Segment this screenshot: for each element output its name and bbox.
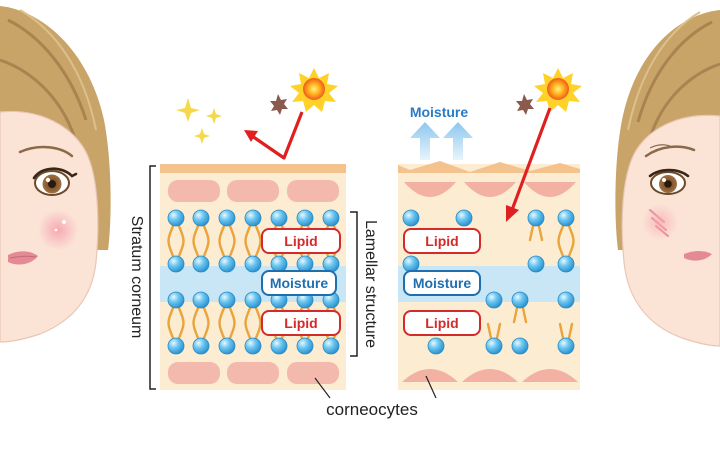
healthy-moisture-label: Moisture	[261, 270, 337, 296]
right-eyebrow	[644, 145, 696, 158]
right-lips	[684, 251, 712, 261]
moisture-escape-arrows	[410, 122, 473, 160]
lipid-head-sphere	[527, 255, 545, 273]
left-face-illustration	[0, 6, 111, 343]
lipid-head-sphere	[192, 291, 210, 309]
penetrating-uv-arrow	[506, 107, 552, 222]
lipid-head-sphere	[511, 337, 529, 355]
healthy-corneocytes-top	[168, 180, 339, 202]
healthy-lipid-bottom-label: Lipid	[261, 310, 341, 336]
lipid-tail	[557, 224, 575, 258]
lipid-head-sphere	[192, 255, 210, 273]
lipid-head-sphere	[402, 209, 420, 227]
lipid-head-sphere	[296, 337, 314, 355]
lipid-head-sphere	[527, 209, 545, 227]
lipid-head-sphere	[485, 337, 503, 355]
broken-lipid-tail	[486, 322, 502, 340]
sun-icon-right	[534, 68, 582, 112]
healthy-lipid-top-label: Lipid	[261, 228, 341, 254]
damaged-lipid-bottom-label: Lipid	[403, 310, 481, 336]
stratum-corneum-label: Stratum corneum	[128, 216, 145, 339]
lipid-head-sphere	[270, 255, 288, 273]
lipid-head-sphere	[167, 337, 185, 355]
damaged-corneocytes-top	[404, 182, 576, 197]
reflected-uv-arrow	[244, 111, 304, 160]
damaged-skin-panel: Lipid Moisture Lipid	[398, 161, 580, 390]
corneocytes-pointer-right	[425, 375, 437, 399]
lipid-head-sphere	[402, 255, 420, 273]
left-eyebrow	[18, 145, 74, 158]
lipid-head-sphere	[455, 209, 473, 227]
damaged-moisture-label: Moisture	[403, 270, 481, 296]
lipid-head-sphere	[270, 337, 288, 355]
lipid-tail	[167, 224, 185, 258]
lipid-head-sphere	[244, 255, 262, 273]
lipid-head-sphere	[557, 255, 575, 273]
damaged-moisture-text: Moisture	[413, 275, 472, 291]
damaged-lipid-heads	[402, 209, 575, 355]
lipid-tail	[244, 224, 262, 258]
lipid-tail	[192, 224, 210, 258]
left-lips	[8, 251, 38, 265]
corneocytes-pointer-left	[314, 377, 331, 399]
damaged-lipid-bottom-text: Lipid	[425, 315, 458, 331]
lipid-head-sphere	[511, 291, 529, 309]
dust-particle-icon-right	[516, 94, 534, 115]
lipid-head-sphere	[167, 209, 185, 227]
damaged-corneocytes-bottom	[402, 369, 578, 382]
lipid-head-sphere	[427, 337, 445, 355]
lipid-tail	[218, 306, 236, 340]
left-blush	[38, 210, 78, 250]
lipid-head-sphere	[296, 255, 314, 273]
healthy-corneocytes-bottom	[168, 362, 339, 384]
damaged-lipid-tails	[486, 224, 575, 340]
broken-lipid-tail	[528, 224, 544, 242]
lipid-head-sphere	[167, 255, 185, 273]
lipid-head-sphere	[322, 337, 340, 355]
lipid-head-sphere	[244, 337, 262, 355]
lipid-head-sphere	[557, 291, 575, 309]
right-face-illustration	[615, 10, 720, 347]
lipid-head-sphere	[218, 255, 236, 273]
sparkle-icon	[176, 98, 222, 144]
lipid-head-sphere	[322, 209, 340, 227]
lipid-head-sphere	[218, 291, 236, 309]
lipid-tail	[218, 224, 236, 258]
lipid-head-sphere	[557, 209, 575, 227]
lipid-head-sphere	[296, 209, 314, 227]
lipid-head-sphere	[218, 209, 236, 227]
lipid-head-sphere	[322, 255, 340, 273]
lamellar-structure-label: Lamellar structure	[362, 220, 379, 348]
damaged-surface-layer	[398, 161, 580, 173]
healthy-moisture-text: Moisture	[270, 275, 329, 291]
moisture-escape-label: Moisture	[410, 104, 469, 120]
healthy-lipid-top-text: Lipid	[284, 233, 317, 249]
lipid-head-sphere	[192, 209, 210, 227]
lipid-head-sphere	[485, 291, 503, 309]
lipid-tail	[167, 306, 185, 340]
broken-lipid-tail	[558, 322, 574, 340]
stratum-corneum-bracket	[149, 165, 156, 390]
lamellar-structure-bracket	[350, 211, 358, 357]
healthy-skin-panel: Lipid Moisture Lipid	[160, 164, 346, 390]
sun-icon	[290, 68, 338, 112]
lipid-head-sphere	[244, 291, 262, 309]
lipid-head-sphere	[167, 291, 185, 309]
damaged-lipid-top-text: Lipid	[425, 233, 458, 249]
healthy-surface-layer	[160, 164, 346, 173]
lipid-head-sphere	[270, 209, 288, 227]
lipid-head-sphere	[557, 337, 575, 355]
lipid-head-sphere	[244, 209, 262, 227]
damaged-lipid-top-label: Lipid	[403, 228, 481, 254]
lipid-head-sphere	[218, 337, 236, 355]
dust-particle-icon	[270, 94, 288, 115]
lipid-tail	[244, 306, 262, 340]
lipid-tail	[192, 306, 210, 340]
broken-lipid-tail	[512, 306, 528, 324]
corneocytes-label: corneocytes	[326, 400, 418, 419]
healthy-lipid-bottom-text: Lipid	[284, 315, 317, 331]
lipid-head-sphere	[192, 337, 210, 355]
